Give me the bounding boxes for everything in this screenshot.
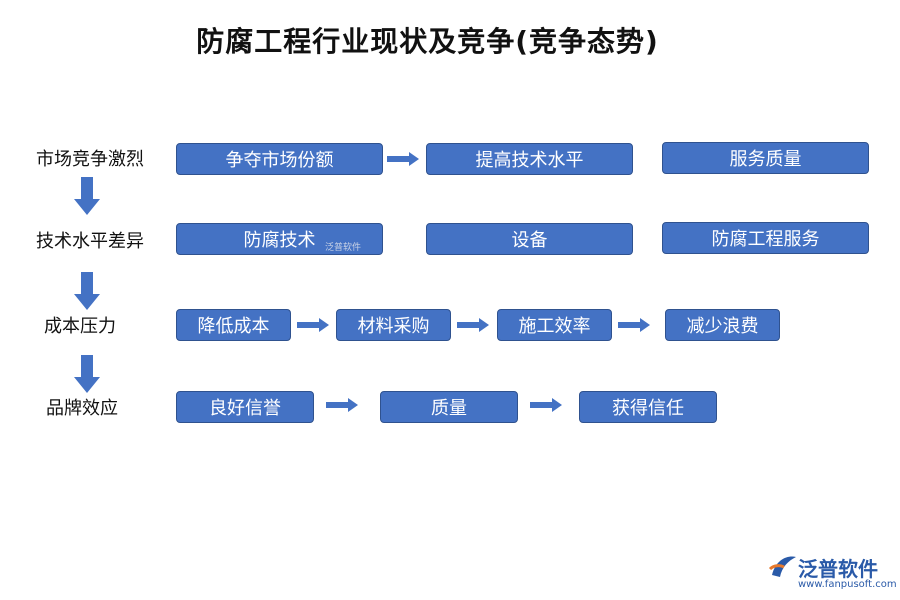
flow-arrow-icon [530, 398, 562, 412]
box-good-reputation: 良好信誉 [176, 391, 314, 423]
box-construction-efficiency: 施工效率 [497, 309, 612, 341]
box-reduce-cost: 降低成本 [176, 309, 291, 341]
row-label-market-competition: 市场竞争激烈 [36, 149, 144, 170]
brand-logo: 泛普软件 www.fanpusoft.com [768, 553, 897, 595]
diagram-title: 防腐工程行业现状及竞争(竞争态势) [196, 25, 659, 58]
flow-arrow-icon [457, 318, 489, 332]
row-label-cost-pressure: 成本压力 [44, 316, 116, 337]
fanpu-logo-icon [768, 556, 796, 577]
box-material-purchase: 材料采购 [336, 309, 451, 341]
logo-name: 泛普软件 [798, 557, 878, 581]
row-label-brand-effect: 品牌效应 [46, 398, 118, 419]
box-service-quality: 服务质量 [662, 142, 869, 174]
row-label-tech-difference: 技术水平差异 [36, 231, 144, 252]
down-arrow-icon [74, 272, 100, 310]
down-arrow-icon [74, 355, 100, 393]
box-anticorrosion-service: 防腐工程服务 [662, 222, 869, 254]
down-arrow-icon [74, 177, 100, 215]
flow-arrow-icon [297, 318, 329, 332]
box-market-share: 争夺市场份额 [176, 143, 383, 175]
watermark: 泛普软件 [325, 243, 362, 253]
box-improve-tech: 提高技术水平 [426, 143, 633, 175]
box-equipment: 设备 [426, 223, 633, 255]
flow-arrow-icon [326, 398, 358, 412]
box-reduce-waste: 减少浪费 [665, 309, 780, 341]
logo-url: www.fanpusoft.com [798, 579, 897, 590]
box-anticorrosion-tech: 防腐技术 [176, 223, 383, 255]
box-gain-trust: 获得信任 [579, 391, 717, 423]
flow-arrow-icon [618, 318, 650, 332]
flow-arrow-icon [387, 152, 419, 166]
box-quality: 质量 [380, 391, 518, 423]
